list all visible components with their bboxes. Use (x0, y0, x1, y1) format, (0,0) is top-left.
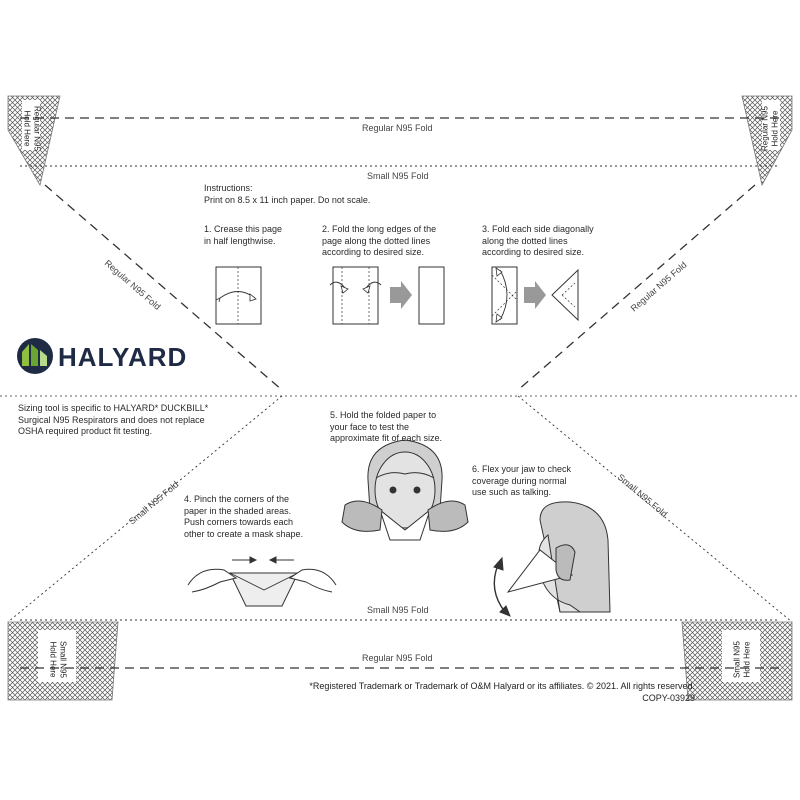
sizing-disclaimer: Sizing tool is specific to HALYARD* DUCK… (18, 403, 209, 436)
document-code: COPY-03929 (642, 693, 695, 703)
small-fold-diag-left-label: Small N95 Fold (127, 479, 181, 526)
hold-label-top-right: Regular N95 Hold Here (760, 106, 780, 151)
small-fold-top-label: Small N95 Fold (367, 171, 429, 181)
regular-fold-bottom-label: Regular N95 Fold (362, 653, 433, 663)
small-diag-left (7, 395, 283, 623)
step2-text: 2. Fold the long edges of the page along… (322, 224, 437, 257)
small-fold-diag-right-label: Small N95 Fold (616, 472, 670, 519)
regular-fold-diag-left-label: Regular N95 Fold (103, 258, 163, 312)
step5-text: 5. Hold the folded paper to your face to… (330, 410, 443, 443)
fold-lines (0, 117, 800, 669)
step3-text: 3. Fold each side diagonally along the d… (482, 224, 594, 257)
halyard-logo-icon (17, 338, 53, 374)
trademark-notice: *Registered Trademark or Trademark of O&… (309, 681, 695, 691)
step6-text: 6. Flex your jaw to check coverage durin… (472, 464, 572, 497)
step4-text: 4. Pinch the corners of the paper in the… (184, 494, 304, 539)
hold-label-bottom-left: Small N95 Hold Here (49, 641, 68, 678)
step6-face-side-illustration (493, 501, 611, 617)
step3-illustration (491, 266, 579, 325)
brand-name: HALYARD (58, 342, 188, 372)
hold-label-bottom-right: Small N95 Hold Here (732, 641, 752, 678)
regular-diag-left (44, 184, 283, 391)
small-diag-right (517, 395, 793, 623)
step4-illustration (187, 556, 337, 607)
step1-text: 1. Crease this page in half lengthwise. (204, 224, 283, 246)
instructions-header: Instructions: Print on 8.5 x 11 inch pap… (204, 183, 371, 205)
step1-illustration (215, 266, 262, 325)
step5-face-front-illustration (341, 439, 469, 541)
hold-label-top-left: Regular N95 Hold Here (23, 106, 42, 151)
small-fold-bottom-label: Small N95 Fold (367, 605, 429, 615)
regular-fold-top-label: Regular N95 Fold (362, 123, 433, 133)
step2-illustration (329, 266, 445, 325)
regular-diag-right (517, 184, 756, 391)
hold-zones (7, 95, 793, 701)
